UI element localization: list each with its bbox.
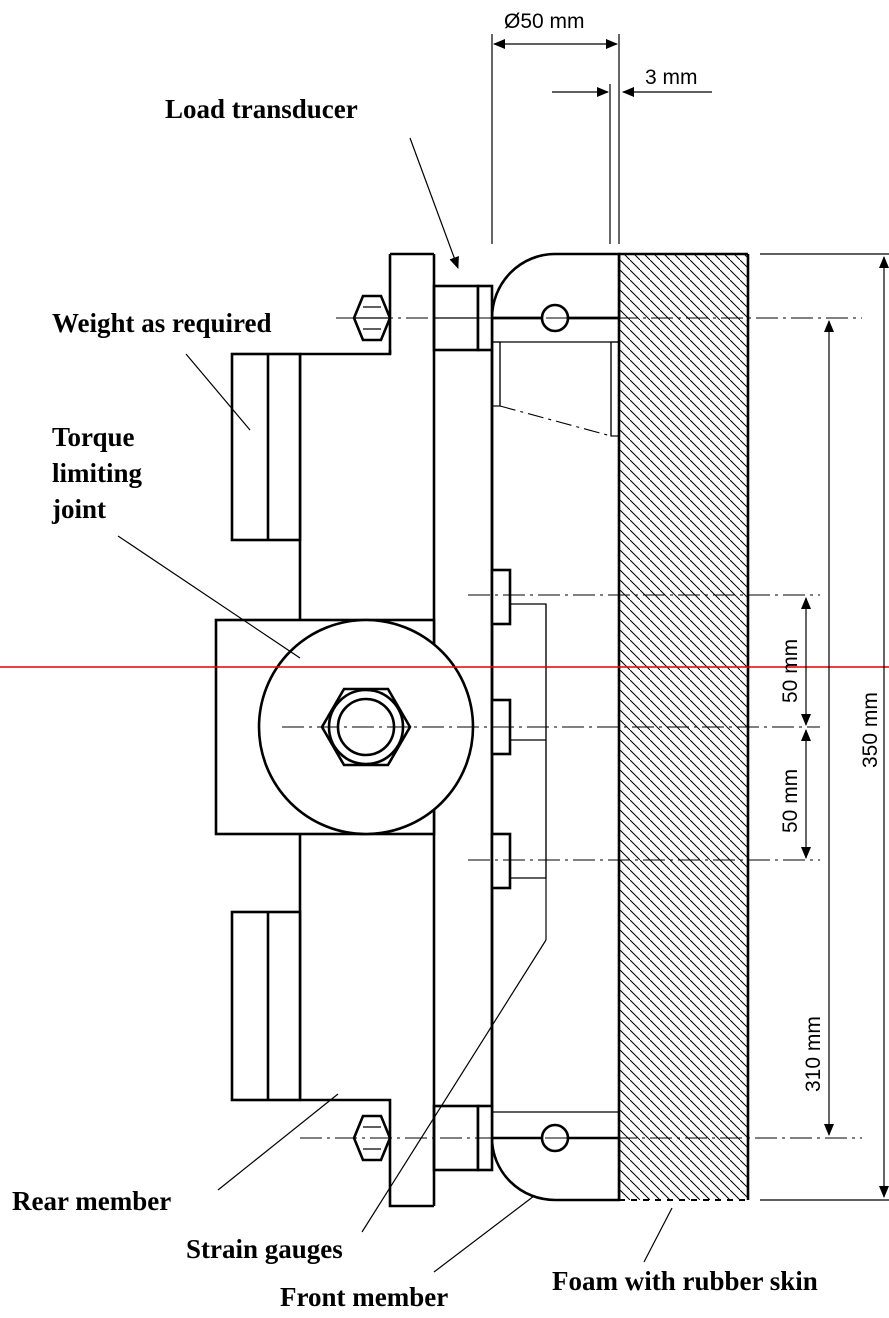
total-height-text: 350 mm	[859, 692, 882, 768]
dimension-bolt-spacing: 310 mm	[802, 320, 834, 1136]
front-member-label: Front member	[280, 1282, 448, 1312]
diameter-dimension-text: Ø50 mm	[504, 10, 585, 33]
torque-label-line1: Torque	[52, 422, 135, 452]
dimension-gauge-spacing-lower: 50 mm	[779, 729, 811, 859]
gauge-spacing-lower-text: 50 mm	[779, 769, 802, 833]
bolt-spacing-text: 310 mm	[802, 1016, 825, 1092]
weight-lower	[230, 910, 302, 1102]
dimension-thickness: 3 mm	[552, 66, 712, 244]
dimension-total-height: 350 mm	[760, 253, 889, 1201]
gauge-spacing-upper-text: 50 mm	[779, 639, 802, 703]
weight-upper	[230, 352, 302, 542]
strain-gauge-wiring	[510, 603, 547, 940]
torque-label-line2: limiting	[52, 458, 143, 488]
thickness-dimension-text: 3 mm	[645, 66, 698, 89]
strain-gauges-label: Strain gauges	[186, 1234, 343, 1264]
leader-lines	[117, 137, 673, 1273]
weight-label: Weight as required	[52, 308, 272, 338]
load-transducer-label: Load transducer	[165, 94, 358, 124]
foam-label: Foam with rubber skin	[552, 1266, 818, 1296]
strain-gauge-3	[490, 832, 512, 890]
dimension-gauge-spacing-upper: 50 mm	[779, 597, 811, 726]
rear-member-label: Rear member	[12, 1186, 171, 1216]
strain-gauge-1	[490, 568, 512, 626]
center-lines	[282, 317, 862, 1139]
dimension-diameter: Ø50 mm	[491, 10, 620, 244]
torque-label-line3: joint	[51, 494, 106, 524]
